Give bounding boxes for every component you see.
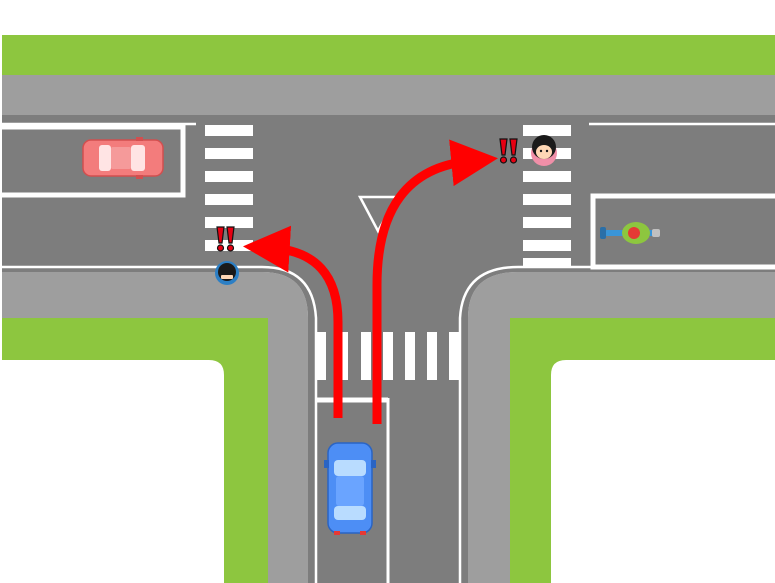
parking-bay-right [590, 193, 775, 270]
parked-car [82, 137, 164, 179]
sidewalk-bottom-left [2, 272, 308, 583]
ego-car [324, 442, 376, 535]
edge-line-right [458, 265, 775, 583]
pedestrian-right [531, 135, 557, 166]
sidewalk-top [2, 75, 775, 115]
pedestrian-left [215, 261, 239, 285]
double-exclamation-icon [499, 138, 518, 164]
crosswalk-bottom [316, 332, 459, 380]
sidewalk-bottom-right [468, 272, 775, 583]
motorcyclist [600, 222, 660, 244]
double-exclamation-icon [216, 226, 235, 252]
left-turn-path [242, 225, 343, 418]
grass-top [2, 35, 775, 75]
parking-bay-left [2, 124, 186, 198]
grass-bottom-right [510, 318, 775, 583]
grass-bottom-left [2, 318, 268, 583]
right-turn-path [372, 139, 498, 424]
